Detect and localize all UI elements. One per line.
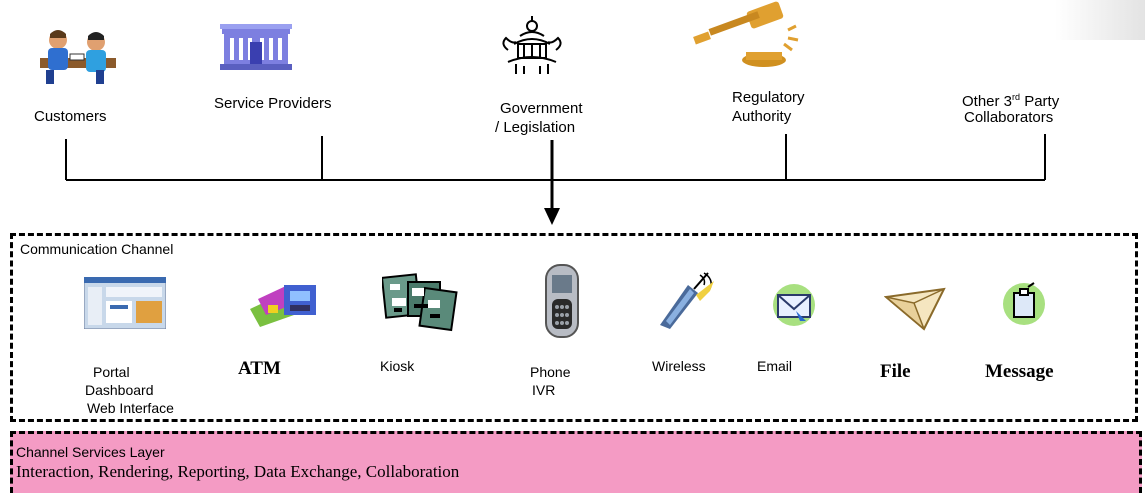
message-icon [1003, 282, 1045, 325]
corner-shading [1055, 0, 1145, 40]
government-label-line2: / Legislation [495, 119, 576, 136]
gavel-icon [693, 1, 799, 67]
building-icon [220, 24, 292, 70]
other-party-label-line1: Other 3rd Party [962, 92, 1060, 110]
file-label: File [880, 361, 911, 382]
communication-channel-box [10, 233, 1138, 422]
phone-label-line1: Phone [530, 364, 571, 380]
portal-icon [84, 277, 166, 329]
email-label: Email [757, 358, 793, 374]
service-providers-label: Service Providers [214, 95, 332, 112]
wireless-icon [660, 272, 714, 329]
portal-label-line2: Dashboard [85, 382, 154, 398]
regulatory-label-line1: Regulatory [732, 89, 805, 106]
kiosk-icon [382, 273, 458, 332]
atm-icon [250, 285, 316, 327]
channel-services-layer [10, 431, 1142, 493]
government-icon [502, 16, 562, 74]
down-arrow [544, 208, 560, 225]
wireless-label: Wireless [652, 358, 706, 374]
message-label: Message [985, 361, 1054, 382]
phone-icon [545, 264, 579, 338]
services-items: Interaction, Rendering, Reporting, Data … [16, 462, 460, 481]
email-icon [773, 284, 815, 326]
regulatory-label-line2: Authority [732, 108, 792, 125]
file-icon [884, 287, 946, 331]
customers-icon [40, 30, 116, 84]
kiosk-label: Kiosk [380, 358, 415, 374]
services-title: Channel Services Layer [16, 444, 165, 460]
government-label-line1: Government [500, 100, 583, 117]
atm-label: ATM [238, 358, 281, 379]
other-party-label-line2: Collaborators [964, 109, 1054, 126]
communication-channel-title: Communication Channel [20, 241, 174, 257]
portal-label-line3: Web Interface [87, 400, 174, 416]
customers-label: Customers [34, 108, 107, 125]
phone-label-line2: IVR [532, 382, 556, 398]
portal-label-line1: Portal [93, 364, 130, 380]
